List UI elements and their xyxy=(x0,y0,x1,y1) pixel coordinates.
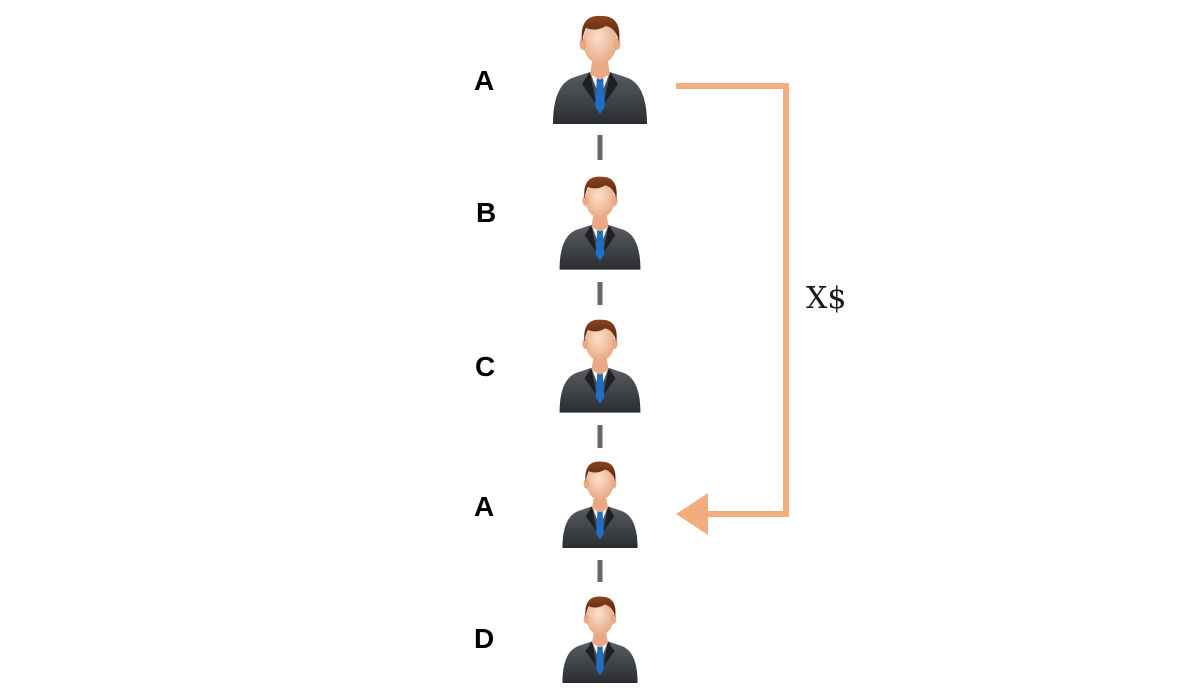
transfer-path xyxy=(676,83,789,517)
arrowhead-icon xyxy=(676,493,708,535)
node-label: D xyxy=(474,623,494,654)
transfer-amount-label: X$ xyxy=(806,281,846,316)
node-avatars xyxy=(553,15,647,683)
node-label: A xyxy=(474,491,494,522)
businessman-icon xyxy=(559,319,641,413)
node-label: C xyxy=(475,351,495,382)
businessman-icon xyxy=(559,176,641,270)
businessman-icon xyxy=(553,15,647,124)
businessman-icon xyxy=(562,461,638,548)
businessman-icon xyxy=(562,596,638,683)
node-labels: A B C A D xyxy=(474,65,496,654)
transfer-arrow xyxy=(676,83,789,535)
node-label: B xyxy=(476,197,496,228)
node-label: A xyxy=(474,65,494,96)
